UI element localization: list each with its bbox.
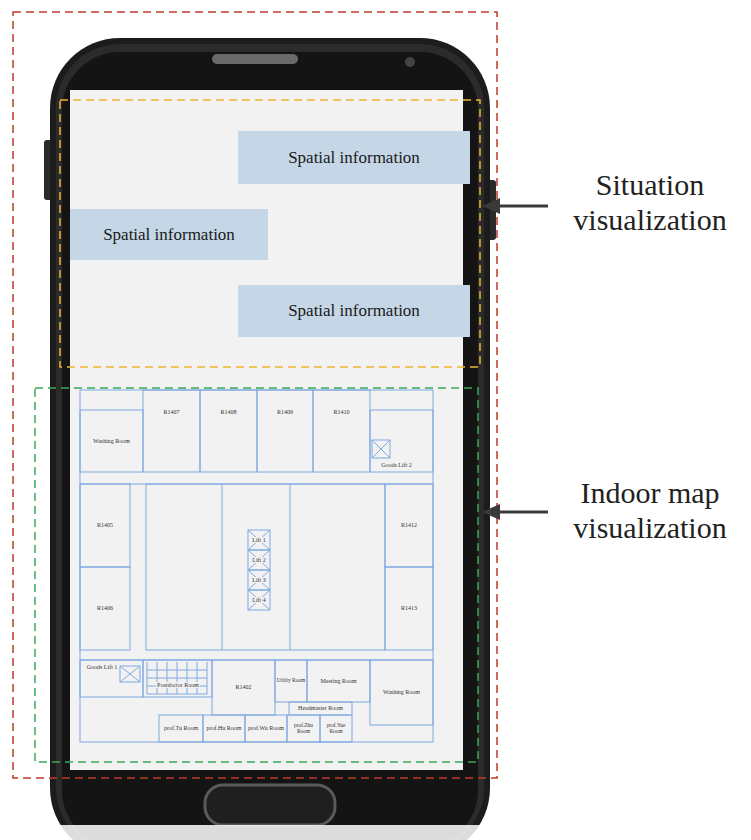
room-label: Lift 1 bbox=[251, 537, 267, 544]
room-box: Utility Room bbox=[275, 660, 307, 702]
room-box: Lift 2 bbox=[246, 554, 272, 566]
room-label: Postdoctor Room bbox=[156, 682, 200, 689]
room-box: Goods Lift 2 bbox=[360, 459, 433, 471]
room-box: R1412 bbox=[385, 484, 433, 567]
room-label: R1406 bbox=[97, 605, 113, 612]
room-label: R1410 bbox=[333, 409, 349, 416]
room-label: Spatial information bbox=[288, 301, 420, 321]
room-label: Spatial information bbox=[103, 225, 235, 245]
callout-label: Indoor map visualization bbox=[550, 476, 750, 545]
room-label: prof.Hu Room bbox=[207, 725, 242, 732]
room-box: Lift 1 bbox=[246, 534, 272, 546]
situation-frame bbox=[60, 100, 480, 367]
room-box: R1410 bbox=[313, 390, 370, 435]
room-label: Lift 4 bbox=[251, 597, 267, 604]
room-box: Lift 4 bbox=[246, 594, 272, 606]
room-label: prof.Yue Room bbox=[320, 723, 352, 735]
room-label: Meeting Room bbox=[320, 678, 356, 685]
room-box: R1409 bbox=[257, 390, 313, 435]
floor-plan bbox=[80, 390, 433, 742]
room-label: R1413 bbox=[401, 605, 417, 612]
room-box: Goods Lift 1 bbox=[82, 662, 122, 672]
room-box: R1402 bbox=[212, 660, 275, 715]
room-box: R1413 bbox=[385, 567, 433, 650]
room-label: Spatial information bbox=[288, 148, 420, 168]
room-label: Goods Lift 1 bbox=[87, 664, 118, 671]
room-label: prof.Wu Room bbox=[248, 725, 284, 732]
room-label: prof.Tu Room bbox=[164, 725, 198, 732]
room-label: Goods Lift 2 bbox=[381, 462, 412, 469]
callout-label: Situation visualization bbox=[550, 168, 750, 237]
room-box: Washing Room bbox=[370, 660, 433, 725]
info-box: Spatial information bbox=[238, 285, 470, 337]
callout-arrows bbox=[482, 198, 548, 520]
room-box: Meeting Room bbox=[307, 660, 370, 702]
room-box: R1406 bbox=[80, 567, 130, 650]
room-label: R1408 bbox=[220, 409, 236, 416]
room-label: Washing Room bbox=[383, 689, 420, 696]
room-box: R1407 bbox=[143, 390, 200, 435]
room-label: Headmaster Room bbox=[298, 705, 343, 712]
info-box: Spatial information bbox=[238, 131, 470, 184]
room-label: R1402 bbox=[235, 684, 251, 691]
room-box: Lift 3 bbox=[246, 574, 272, 586]
room-label: Washing Room bbox=[93, 438, 130, 445]
info-box: Spatial information bbox=[70, 209, 268, 260]
room-label: R1409 bbox=[277, 409, 293, 416]
room-box: R1405 bbox=[80, 484, 130, 567]
room-label: Lift 3 bbox=[251, 577, 267, 584]
room-box: prof.Wu Room bbox=[245, 715, 287, 742]
room-label: Utility Room bbox=[277, 678, 306, 684]
room-box: prof.Tu Room bbox=[159, 715, 203, 742]
outer-frame bbox=[13, 12, 497, 778]
room-box: Headmaster Room bbox=[289, 702, 352, 715]
room-label: R1407 bbox=[163, 409, 179, 416]
room-box: prof.Hu Room bbox=[203, 715, 245, 742]
room-box: prof.Zhu Room bbox=[287, 715, 320, 742]
room-label: prof.Zhu Room bbox=[287, 723, 320, 735]
room-label: Lift 2 bbox=[251, 557, 267, 564]
room-box: prof.Yue Room bbox=[320, 715, 352, 742]
room-label: R1405 bbox=[97, 522, 113, 529]
room-label: R1412 bbox=[401, 522, 417, 529]
room-box: Washing Room bbox=[80, 410, 143, 472]
map-frame bbox=[35, 388, 478, 762]
room-box: Postdoctor Room bbox=[150, 680, 206, 690]
room-box: R1408 bbox=[200, 390, 257, 435]
